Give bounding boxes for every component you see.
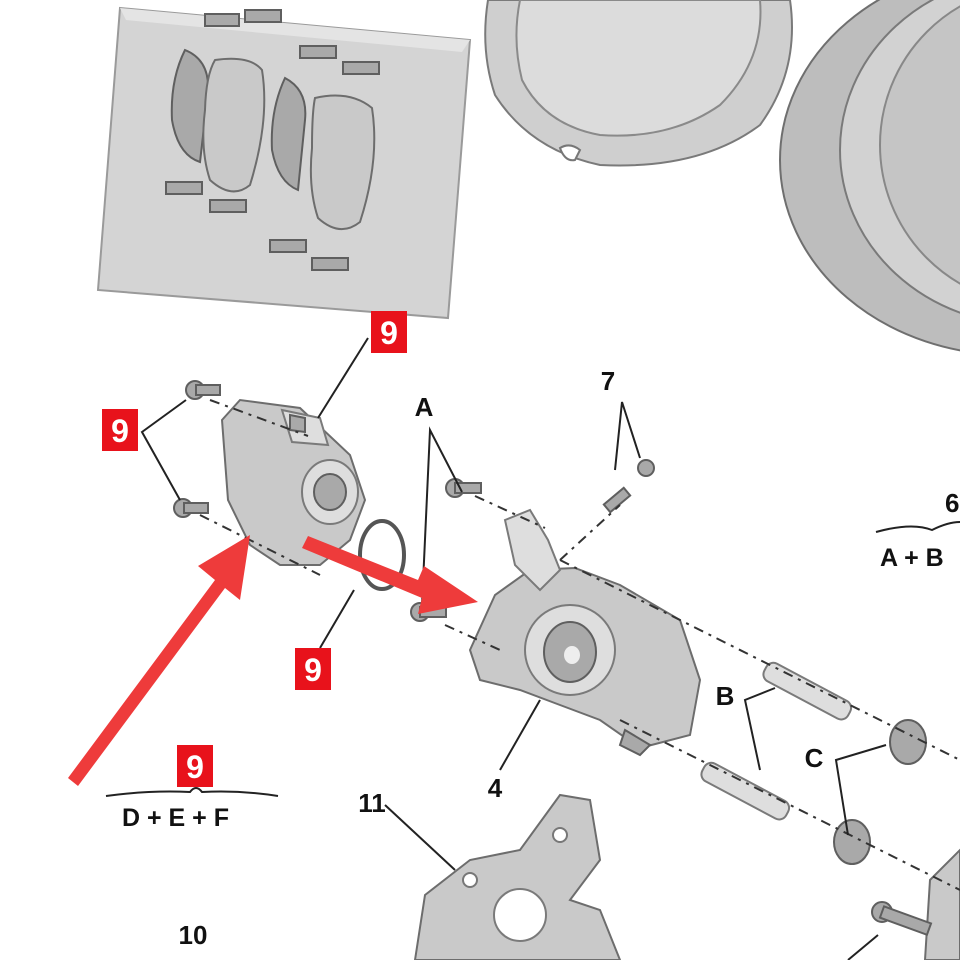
svg-text:9: 9 [304,652,322,688]
brake-disc-rear [779,0,960,352]
guide-pins [700,661,853,821]
o-ring [358,519,406,591]
label-4: 4 [488,773,503,803]
svg-text:9: 9 [380,315,398,351]
label-7: 7 [601,366,615,396]
group-bracket-bottom: D + E + F [105,787,279,832]
label-10: 10 [179,920,208,950]
bleed-valve [602,459,655,514]
dust-boots [833,719,927,865]
hub-fragment [871,848,960,960]
label-C: C [805,743,824,773]
badge-9-top: 9 [371,311,407,353]
assembly-axis-lines [199,399,960,891]
group-label-right: A + B [880,544,944,572]
number-labels: 7 A B C 4 11 10 6 [179,366,960,950]
label-11: 11 [358,788,386,818]
badges: 9 9 9 9 [102,311,407,787]
badge-9-bottom: 9 [177,745,213,787]
label-B: B [716,681,735,711]
badge-9-middle: 9 [295,648,331,690]
svg-text:9: 9 [186,749,204,785]
label-A: A [415,392,434,422]
svg-text:9: 9 [111,413,129,449]
brake-caliper [410,478,702,757]
red-arrows [68,535,478,786]
group-label-bottom: D + E + F [122,804,229,832]
brake-pad-kit [96,6,472,320]
group-bracket-right: A + B [875,521,960,572]
label-6: 6 [945,488,959,518]
brake-disc-front [484,0,793,167]
parking-brake-motor [173,380,367,566]
badge-9-left: 9 [102,409,138,451]
steering-knuckle [413,793,622,960]
leader-lines [140,337,887,960]
